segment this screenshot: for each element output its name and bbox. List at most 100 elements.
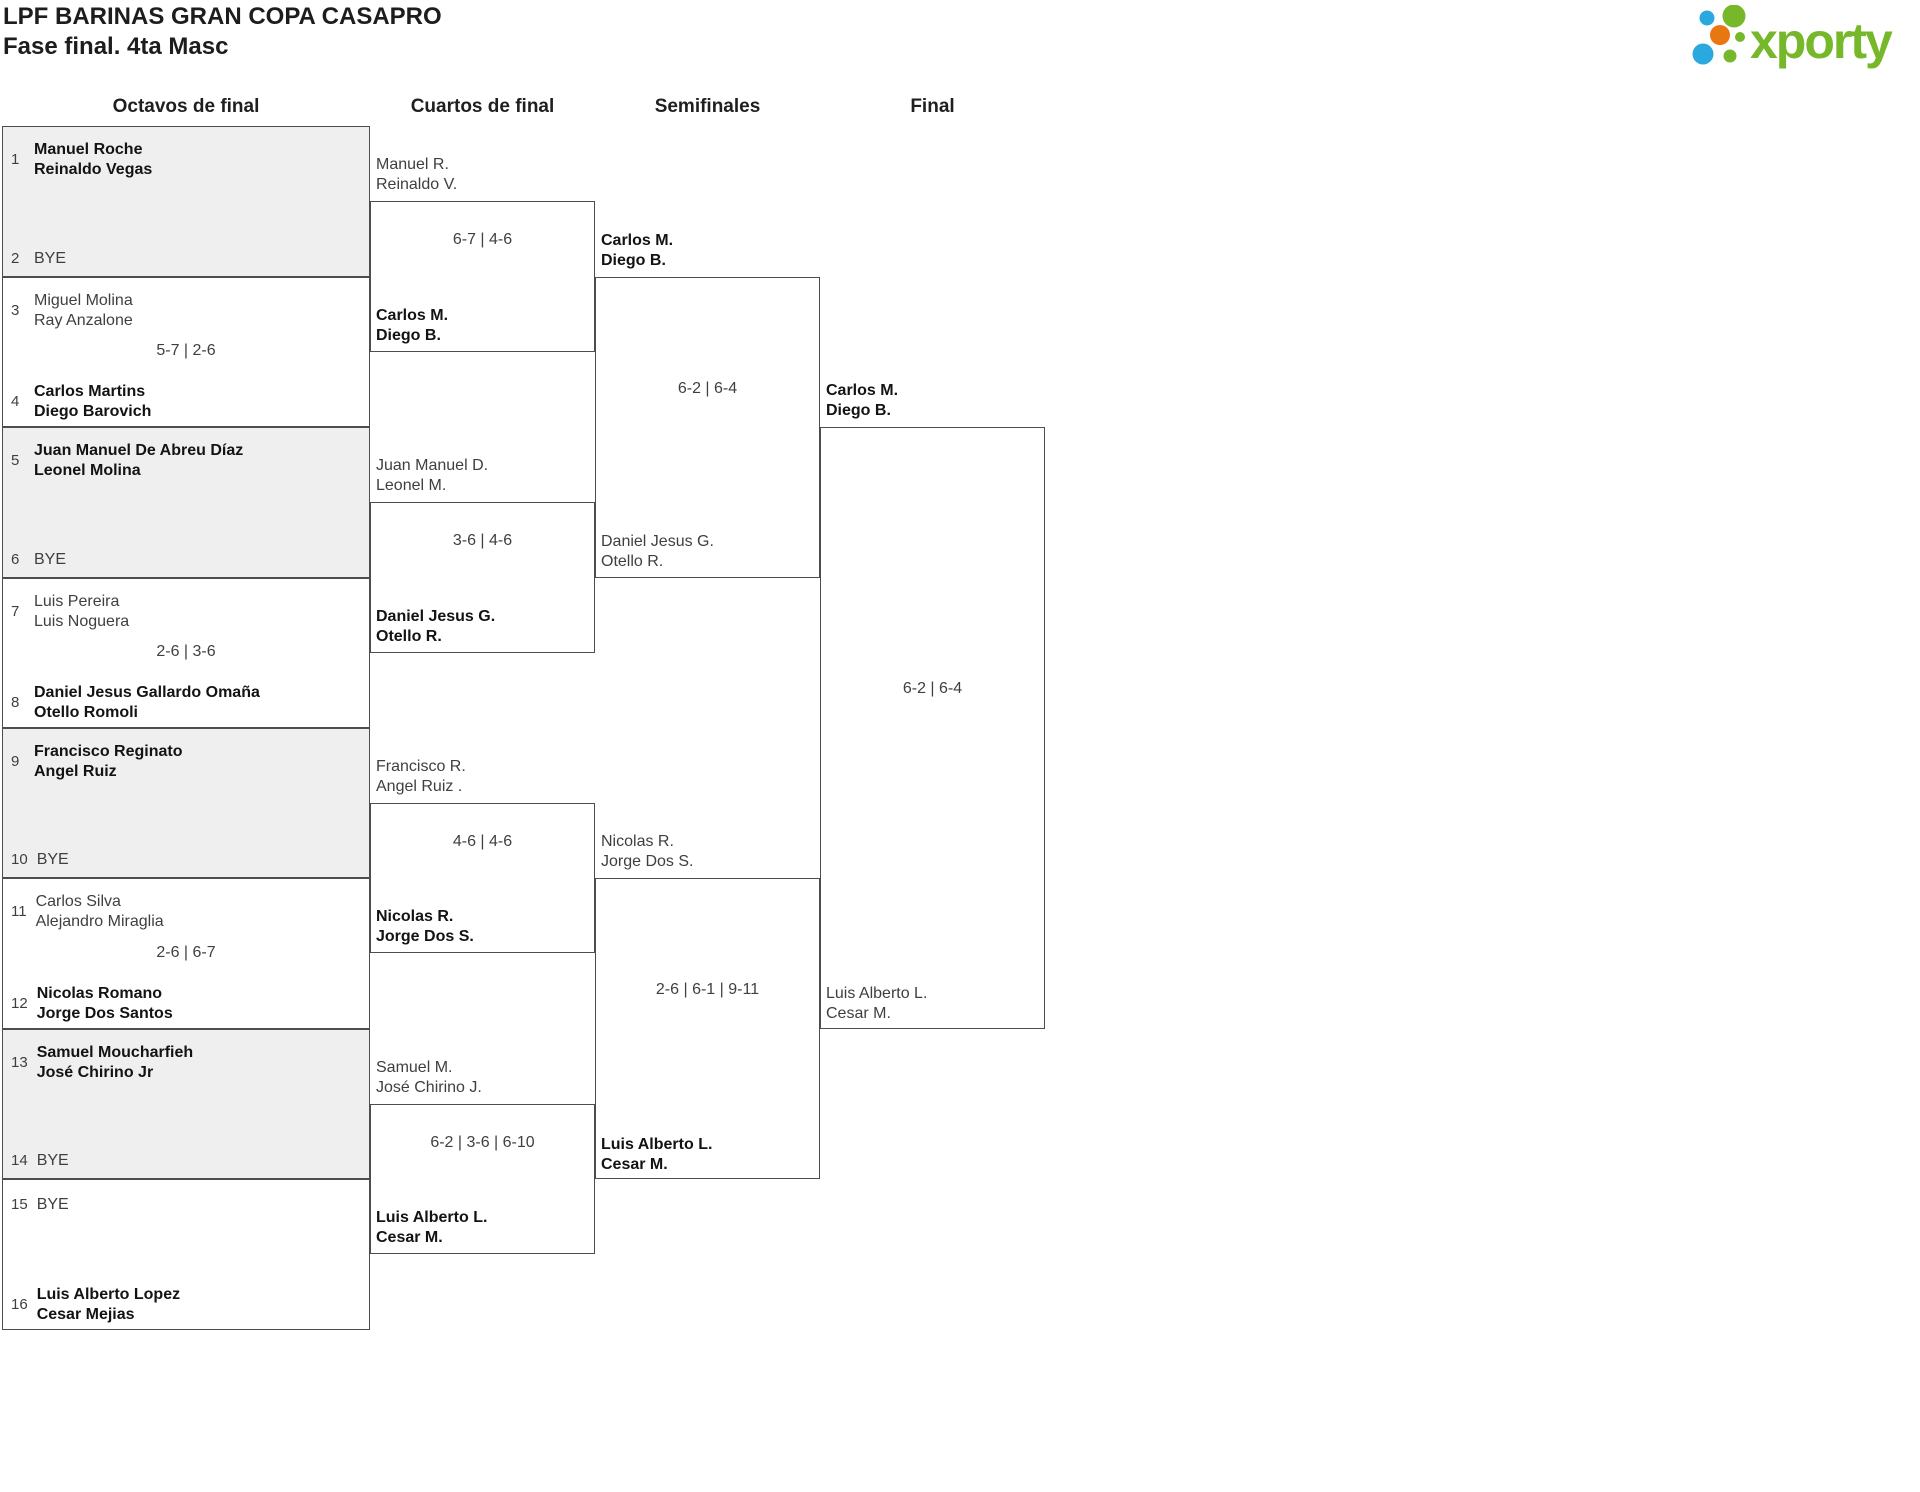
team-name-line: Reinaldo Vegas <box>34 160 153 178</box>
qf1-bottom-team: Carlos M. Diego B. <box>376 306 448 345</box>
match-final <box>820 427 1045 1029</box>
participant-seed-1: 1 Manuel Roche Reinaldo Vegas <box>11 140 363 179</box>
qf1-top-team: Manuel R. Reinaldo V. <box>376 155 457 194</box>
qf4-bottom-team: Luis Alberto L. Cesar M. <box>376 1208 487 1247</box>
team-name-line: José Chirino Jr <box>36 1063 154 1081</box>
qf3-top-team: Francisco R. Angel Ruiz . <box>376 757 466 796</box>
match-sf-1 <box>595 277 820 578</box>
qf3-bottom-team: Nicolas R. Jorge Dos S. <box>376 907 474 946</box>
seed-number: 9 <box>11 753 20 770</box>
seed-number: 1 <box>11 151 20 168</box>
team-name-line: Nicolas R. <box>376 908 454 925</box>
team-name-line: BYE <box>36 1196 69 1213</box>
team-name-line: Diego B. <box>376 326 441 344</box>
team-name-line: Angel Ruiz . <box>376 777 463 795</box>
team-name-line: Reinaldo V. <box>376 175 458 193</box>
qf2-top-team: Juan Manuel D. Leonel M. <box>376 456 488 495</box>
team-name-line: Daniel Jesus G. <box>601 533 714 550</box>
qf3-score: 4-6 | 4-6 <box>452 833 513 850</box>
team-name-line: Alejandro Miraglia <box>35 912 164 930</box>
match-score: 5-7 | 2-6 <box>156 342 216 359</box>
tournament-title: LPF BARINAS GRAN COPA CASAPRO <box>3 3 442 30</box>
match-qf-4 <box>370 1104 595 1254</box>
seed-number: 10 <box>11 850 28 868</box>
participant-seed-3: 3 Miguel Molina Ray Anzalone <box>11 291 363 330</box>
seed-number: 11 <box>11 903 27 920</box>
seed-number: 5 <box>11 452 20 469</box>
qf2-bottom-team: Daniel Jesus G. Otello R. <box>376 607 495 646</box>
match-qf-2 <box>370 502 595 653</box>
seed-number: 13 <box>11 1054 28 1071</box>
xporty-logo[interactable]: xporty <box>1680 4 1920 70</box>
participant-seed-6: 6 BYE <box>11 550 363 570</box>
match-qf-1 <box>370 201 595 352</box>
participant-seed-13: 13 Samuel Moucharfieh José Chirino Jr <box>11 1043 363 1082</box>
team-name-line: Jorge Dos S. <box>601 852 694 870</box>
team-name-line: Francisco R. <box>376 758 466 775</box>
match-r16-6: 11 Carlos Silva Alejandro Miraglia 2-6 |… <box>2 878 370 1029</box>
team-name-line: Leonel Molina <box>34 461 141 479</box>
team-name-line: Leonel M. <box>376 476 447 494</box>
team-name-line: Cesar M. <box>376 1228 443 1246</box>
xporty-logo-icon: xporty <box>1692 4 1895 69</box>
match-r16-2: 3 Miguel Molina Ray Anzalone 5-7 | 2-6 4… <box>2 277 370 427</box>
team-name-line: Nicolas R. <box>601 833 674 850</box>
team-name-line: Cesar Mejias <box>36 1305 135 1323</box>
match-score: 2-6 | 6-7 <box>156 943 216 961</box>
match-qf-3 <box>370 803 595 953</box>
team-name-line: Diego B. <box>601 251 666 269</box>
team-name-line: Carlos M. <box>601 232 674 249</box>
phase-subtitle: Fase final. 4ta Masc <box>3 33 229 60</box>
team-name-line: Samuel Moucharfieh <box>36 1044 194 1061</box>
team-name-line: Otello R. <box>376 627 442 645</box>
sf2-score: 2-6 | 6-1 | 9-11 <box>655 981 760 998</box>
seed-number: 6 <box>11 550 20 568</box>
qf1-score: 6-7 | 4-6 <box>452 231 513 248</box>
final-bottom-team: Luis Alberto L. Cesar M. <box>826 984 927 1023</box>
team-name-line: Francisco Reginato <box>34 743 183 760</box>
sf2-bottom-team: Luis Alberto L. Cesar M. <box>601 1135 712 1174</box>
team-name-line: Nicolas Romano <box>36 985 163 1002</box>
team-name-line: Jorge Dos Santos <box>36 1004 173 1022</box>
sf1-bottom-team: Daniel Jesus G. Otello R. <box>601 532 714 571</box>
team-name-line: Manuel R. <box>376 156 449 173</box>
team-name-line: Luis Noguera <box>34 612 130 630</box>
sf2-top-team: Nicolas R. Jorge Dos S. <box>601 832 693 871</box>
team-name-line: Daniel Jesus G. <box>376 608 496 625</box>
seed-number: 7 <box>11 603 20 620</box>
final-top-team: Carlos M. Diego B. <box>826 381 898 420</box>
team-name-line: Cesar M. <box>826 1004 891 1022</box>
qf4-score: 6-2 | 3-6 | 6-10 <box>430 1134 535 1151</box>
match-r16-5: 9 Francisco Reginato Angel Ruiz 10 BYE <box>2 728 370 878</box>
participant-seed-14: 14 BYE <box>11 1151 363 1171</box>
team-name-line: Jorge Dos S. <box>376 927 474 945</box>
team-name-line: Carlos Martins <box>34 383 146 400</box>
seed-number: 2 <box>11 249 20 267</box>
participant-seed-5: 5 Juan Manuel De Abreu Díaz Leonel Molin… <box>11 441 363 480</box>
team-name-line: BYE <box>36 850 69 868</box>
team-name-line: Luis Alberto L. <box>601 1136 713 1153</box>
match-sf-2 <box>595 878 820 1179</box>
team-name-line: Luis Alberto L. <box>376 1209 488 1226</box>
team-name-line: Diego B. <box>826 401 891 419</box>
team-name-line: Daniel Jesus Gallardo Omaña <box>34 684 260 701</box>
match-score: 2-6 | 3-6 <box>156 643 216 660</box>
participant-seed-16: 16 Luis Alberto Lopez Cesar Mejias <box>11 1285 363 1324</box>
qf2-score: 3-6 | 4-6 <box>452 532 513 549</box>
team-name-line: José Chirino J. <box>376 1078 482 1096</box>
seed-number: 16 <box>11 1296 28 1313</box>
final-score: 6-2 | 6-4 <box>902 680 963 697</box>
team-name-line: Diego Barovich <box>34 402 152 420</box>
team-name-line: BYE <box>36 1151 69 1169</box>
participant-seed-7: 7 Luis Pereira Luis Noguera <box>11 592 363 631</box>
team-name-line: Cesar M. <box>601 1155 668 1173</box>
logo-wordmark: xporty <box>1750 13 1893 69</box>
team-name-line: BYE <box>34 550 67 568</box>
team-name-line: Juan Manuel D. <box>376 457 489 474</box>
team-name-line: Luis Alberto L. <box>826 985 928 1002</box>
team-name-line: Miguel Molina <box>34 292 133 309</box>
participant-seed-12: 12 Nicolas Romano Jorge Dos Santos <box>11 984 363 1023</box>
sf1-score: 6-2 | 6-4 <box>677 380 738 397</box>
team-name-line: Carlos M. <box>826 382 899 399</box>
